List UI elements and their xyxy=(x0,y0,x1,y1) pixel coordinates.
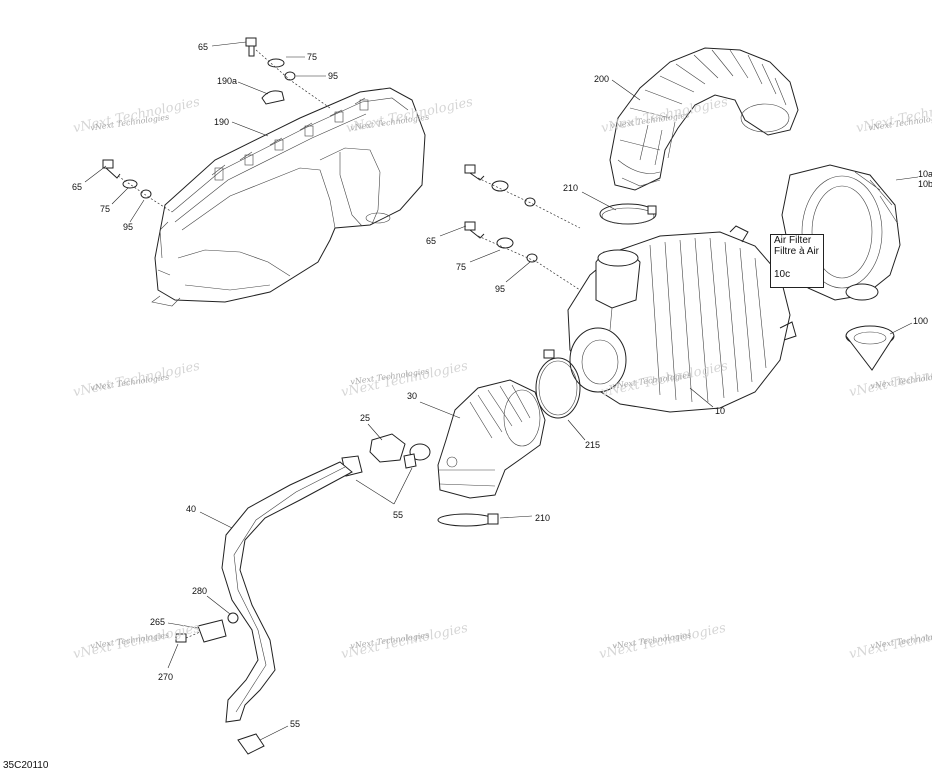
part-label: 210 xyxy=(535,513,551,523)
part-label: 95 xyxy=(495,284,506,294)
part-label: 55 xyxy=(290,719,301,729)
part-label: 270 xyxy=(158,672,174,682)
intake-duct-200 xyxy=(609,47,799,191)
part-label: 95 xyxy=(328,71,339,81)
part-label: 10b xyxy=(918,179,932,189)
part-label: 65 xyxy=(426,236,437,246)
part-label: 265 xyxy=(150,617,166,627)
part-label: 65 xyxy=(198,42,209,52)
diagram-code: 35C20110 xyxy=(3,760,49,771)
fastener-stack-top xyxy=(245,37,331,109)
part-label: 10a xyxy=(918,169,932,179)
airbox-cover-190 xyxy=(151,87,426,307)
part-label: 190 xyxy=(214,117,230,127)
air-filter-callout: Air Filter Filtre à Air 10c xyxy=(770,234,824,288)
fitting-25 xyxy=(341,433,431,477)
fitting-55-bottom xyxy=(237,733,265,755)
part-label: 55 xyxy=(393,510,404,520)
filter-housing-10 xyxy=(567,225,797,413)
callout-line-2: Filtre à Air xyxy=(774,246,820,257)
callout-line-3: 10c xyxy=(774,269,791,280)
part-label: 215 xyxy=(585,440,601,450)
leader-lines xyxy=(84,41,919,741)
fastener-stack-middle xyxy=(464,164,581,291)
callout-line-1: Air Filter xyxy=(774,235,812,246)
bracket-265 xyxy=(175,612,239,643)
part-label: 95 xyxy=(123,222,134,232)
clamp-215 xyxy=(535,349,581,419)
part-label: 65 xyxy=(72,182,83,192)
part-label: 75 xyxy=(100,204,111,214)
part-label: 200 xyxy=(594,74,610,84)
part-label: 100 xyxy=(913,316,929,326)
part-label: 210 xyxy=(563,183,579,193)
part-label: 30 xyxy=(407,391,418,401)
part-label: 25 xyxy=(360,413,371,423)
adapter-30 xyxy=(437,379,546,499)
part-label: 75 xyxy=(456,262,467,272)
clamp-210-top xyxy=(599,203,657,225)
part-label: 75 xyxy=(307,52,318,62)
part-label: 10 xyxy=(715,406,726,416)
part-label: 280 xyxy=(192,586,208,596)
part-label: 190a xyxy=(217,76,238,86)
clamp-210-bottom xyxy=(437,513,499,527)
fastener-stack-left xyxy=(102,159,173,213)
part-label: 40 xyxy=(186,504,197,514)
dust-valve-100 xyxy=(845,325,895,371)
vent-hose-40 xyxy=(221,461,353,723)
